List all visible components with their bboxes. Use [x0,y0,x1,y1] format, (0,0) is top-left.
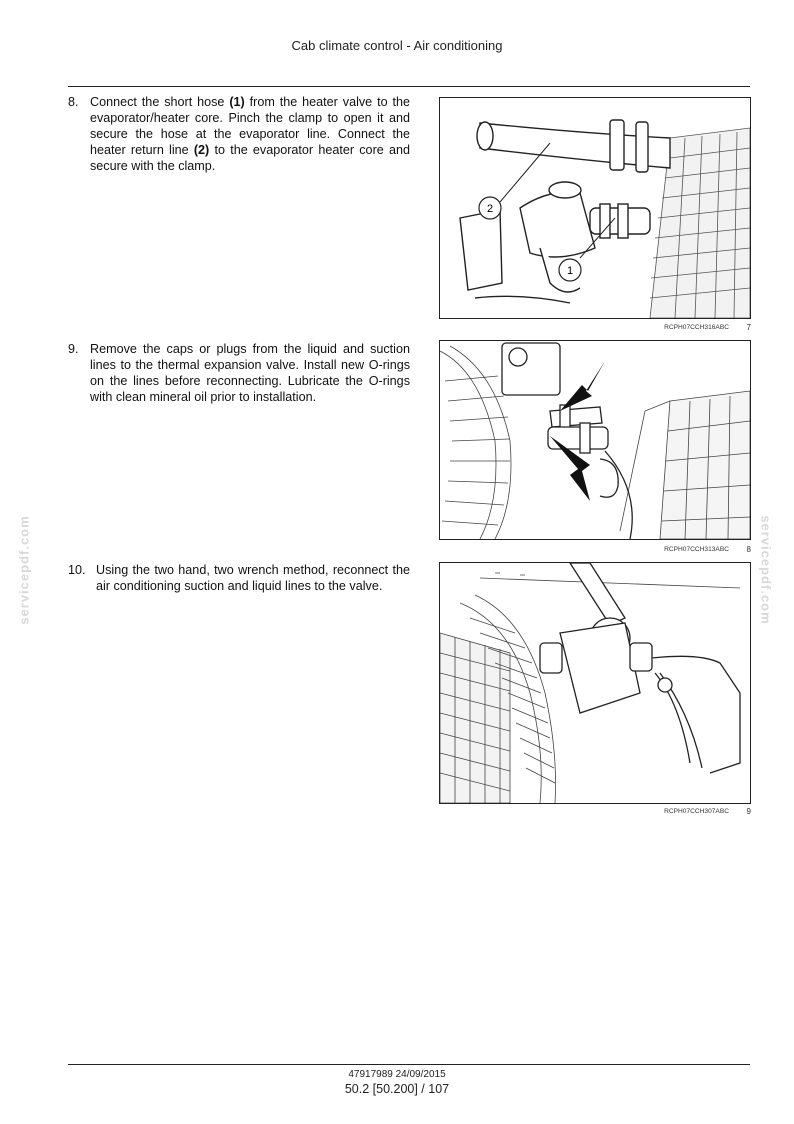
step-9: 9. Remove the caps or plugs from the liq… [68,341,410,405]
step-text: Using the two hand, two wrench method, r… [68,562,410,594]
watermark-right: servicepdf.com [758,515,774,625]
step-10: 10. Using the two hand, two wrench metho… [68,562,410,594]
reconnect-lines-illustration [440,563,741,803]
step-8: 8. Connect the short hose (1) from the h… [68,94,410,174]
footer-document-id: 47917989 24/09/2015 [348,1069,446,1080]
step-text-run: from the heater valve to the evaporator/… [90,95,410,157]
step-text-run: Remove the caps or plugs from the liquid… [90,342,410,404]
expansion-valve-illustration [440,342,750,539]
step-number: 8. [68,95,79,109]
step-callout-ref: (1) [229,95,245,109]
footer-page-number: 50.2 [50.200] / 107 [344,1082,450,1096]
figure-code: RCPH07CCH307ABC [664,808,729,815]
figure-code: RCPH07CCH316ABC [664,324,729,331]
figure-8-expansion-valve-photo [439,340,751,540]
figure-number: 8 [746,545,751,554]
arrow-markers [550,361,605,501]
figure-9-reconnect-lines-photo [439,562,751,804]
step-number: 9. [68,342,79,356]
step-number: 10. [68,563,86,577]
figure-number: 7 [746,323,751,332]
step-text: Remove the caps or plugs from the liquid… [68,341,410,405]
header-rule [68,86,750,87]
callout-1: 1 [558,258,582,282]
step-text: Connect the short hose (1) from the heat… [68,94,410,174]
step-text-run: Connect the short hose [90,95,230,109]
callout-2: 2 [478,196,502,220]
figure-code: RCPH07CCH313ABC [664,546,729,553]
callout-2-label: 2 [487,203,493,215]
step-callout-ref: (2) [193,143,210,157]
watermark-left: servicepdf.com [16,515,32,625]
heater-hose-illustration: 2 1 [459,119,750,318]
figure-number: 9 [746,807,751,816]
page-header-title: Cab climate control - Air conditioning [291,38,503,53]
step-text-run: Using the two hand, two wrench method, r… [96,563,410,593]
figure-7-heater-hose-photo: 2 1 [439,97,751,319]
step-text-run: to the evaporator heater core and secure… [90,143,410,173]
footer-rule [68,1064,750,1065]
callout-1-label: 1 [567,265,573,277]
